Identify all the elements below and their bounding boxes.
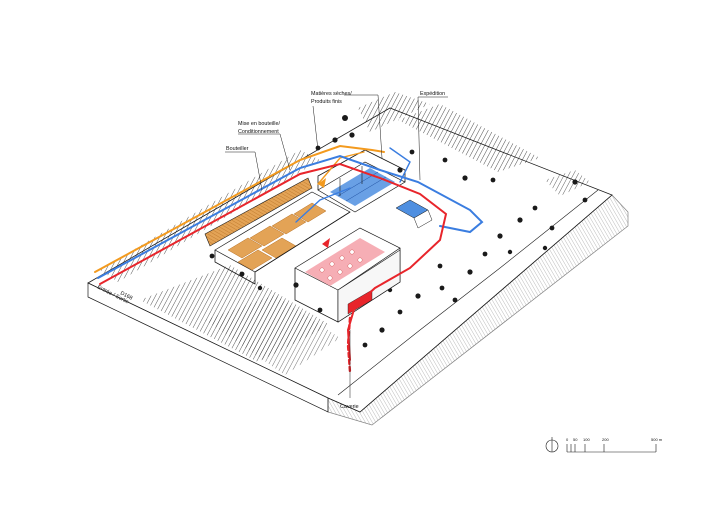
slope-ridge [337, 189, 599, 396]
scale-tick-2: 100 [583, 437, 590, 442]
vineyard-far-right [545, 170, 590, 196]
blue-flow [97, 154, 484, 279]
vineyard-bottom [205, 295, 340, 375]
label-matieres: Matières sèches/ [311, 91, 352, 97]
terrain-right-slope [327, 194, 629, 426]
north-arrow-icon [545, 437, 559, 453]
scale-tick-1: 50 [573, 437, 578, 442]
scale-tick-3: 200 [602, 437, 609, 442]
orange-flow-inner [317, 151, 365, 185]
label-conditionnement: Conditionnement [238, 129, 279, 135]
orange-arrow-head [318, 178, 326, 188]
legend: 0 50 100 200 500 m [545, 437, 663, 453]
flows [94, 144, 484, 374]
scale-tick-4: 500 m [651, 437, 663, 442]
wood-screen-facade [204, 177, 313, 247]
label-mise: Mise en bouteille/ [238, 121, 280, 127]
label-bouteiller: Bouteiller [226, 146, 249, 152]
vineyard-right-strip [398, 104, 540, 172]
blue-flow-loop [389, 147, 411, 183]
cellar-vats-pink [305, 238, 385, 286]
red-flow [99, 162, 448, 361]
scale-bar [566, 444, 657, 453]
label-road: D168 [119, 290, 133, 301]
bouteiller-hall [204, 177, 351, 285]
red-flow-dashed [346, 316, 352, 374]
label-expedition: Expédition [420, 91, 445, 97]
leaders [225, 94, 448, 398]
vineyard-top-right [358, 92, 430, 132]
red-arrow-head [322, 238, 330, 248]
blue-flow-inner [295, 187, 351, 223]
orange-flow [94, 144, 385, 273]
scale-tick-0: 0 [566, 437, 569, 442]
label-caverie: Caverie [340, 404, 359, 410]
hall-wall [214, 250, 256, 285]
label-produits: Produits finis [311, 99, 342, 105]
delivery-truck [395, 199, 433, 229]
trees [209, 115, 588, 348]
